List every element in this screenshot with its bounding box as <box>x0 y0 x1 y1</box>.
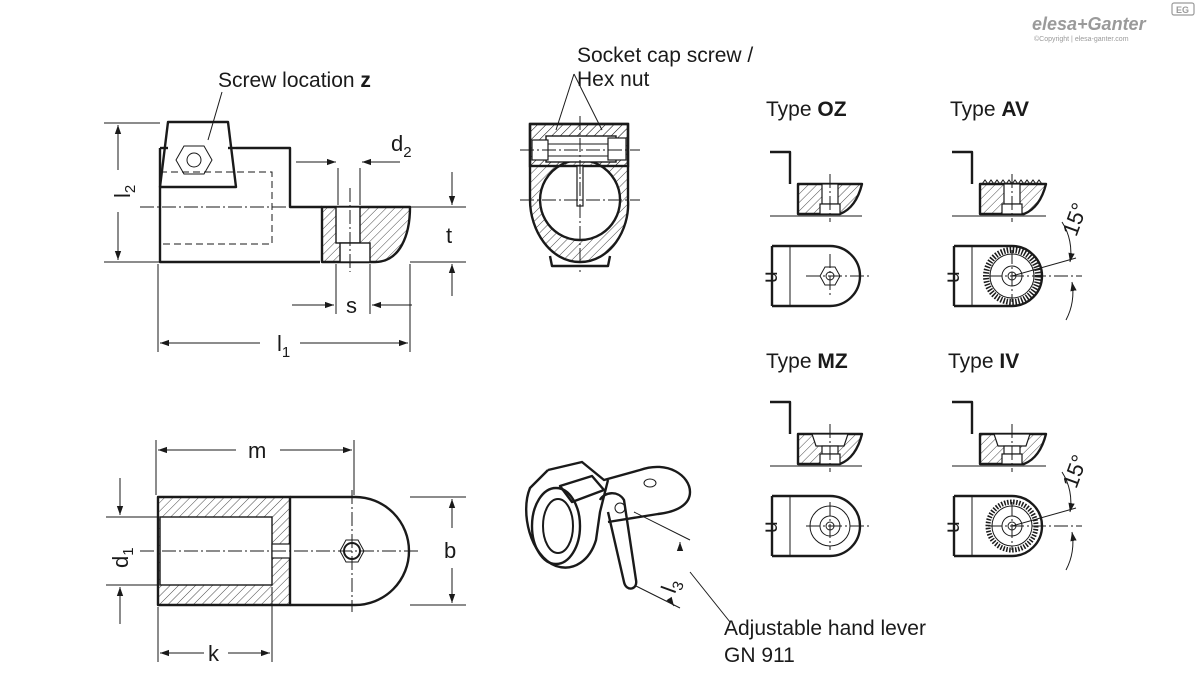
copyright-text: ©Copyright | elesa-ganter.com <box>1034 35 1129 43</box>
top-view: m d1 b k <box>106 438 466 666</box>
type-av-angle: 15° <box>1057 199 1092 239</box>
dim-d2: d2 <box>391 131 412 161</box>
type-oz-title: Type OZ <box>766 98 847 121</box>
hand-lever-label-line2: GN 911 <box>724 644 795 667</box>
section-view: Socket cap screw / Hex nut <box>520 44 753 272</box>
type-av-detail: Type AV 15° u <box>941 98 1092 321</box>
screw-location-label: Screw location z <box>218 69 371 92</box>
brand-badge: EG <box>1176 5 1189 15</box>
type-iv-angle: 15° <box>1057 451 1092 491</box>
type-mz-u: u <box>759 521 782 533</box>
dim-d1: d1 <box>108 547 137 568</box>
side-view: l2 d2 t s l1 Screw location z <box>104 69 466 361</box>
type-av-title: Type AV <box>950 98 1029 121</box>
type-mz-detail: Type MZ u <box>759 350 870 558</box>
type-iv-title: Type IV <box>948 350 1019 373</box>
type-mz-title: Type MZ <box>766 350 848 373</box>
dim-t: t <box>446 223 452 248</box>
socket-screw-label-line1: Socket cap screw / <box>577 44 753 67</box>
dim-b: b <box>444 538 456 563</box>
brand-logo: elesa+Ganter EG ©Copyright | elesa-gante… <box>1032 2 1195 43</box>
socket-screw-label-line2: Hex nut <box>577 68 650 91</box>
dim-l1: l1 <box>277 331 290 361</box>
dim-m: m <box>248 438 266 463</box>
type-iv-u: u <box>941 521 964 533</box>
type-iv-detail: Type IV 15° u <box>941 350 1092 571</box>
brand-logo-text: elesa+Ganter <box>1032 14 1147 34</box>
type-av-u: u <box>941 271 964 283</box>
dim-k: k <box>208 641 220 666</box>
type-oz-detail: Type OZ u <box>759 98 870 308</box>
isometric-view: l3 Adjustable hand lever GN 911 <box>525 460 926 667</box>
hand-lever-label-line1: Adjustable hand lever <box>724 617 926 640</box>
dim-l3: l3 <box>656 575 688 597</box>
dim-s: s <box>346 293 357 318</box>
type-oz-u: u <box>759 271 782 283</box>
dim-l2: l2 <box>110 185 139 198</box>
